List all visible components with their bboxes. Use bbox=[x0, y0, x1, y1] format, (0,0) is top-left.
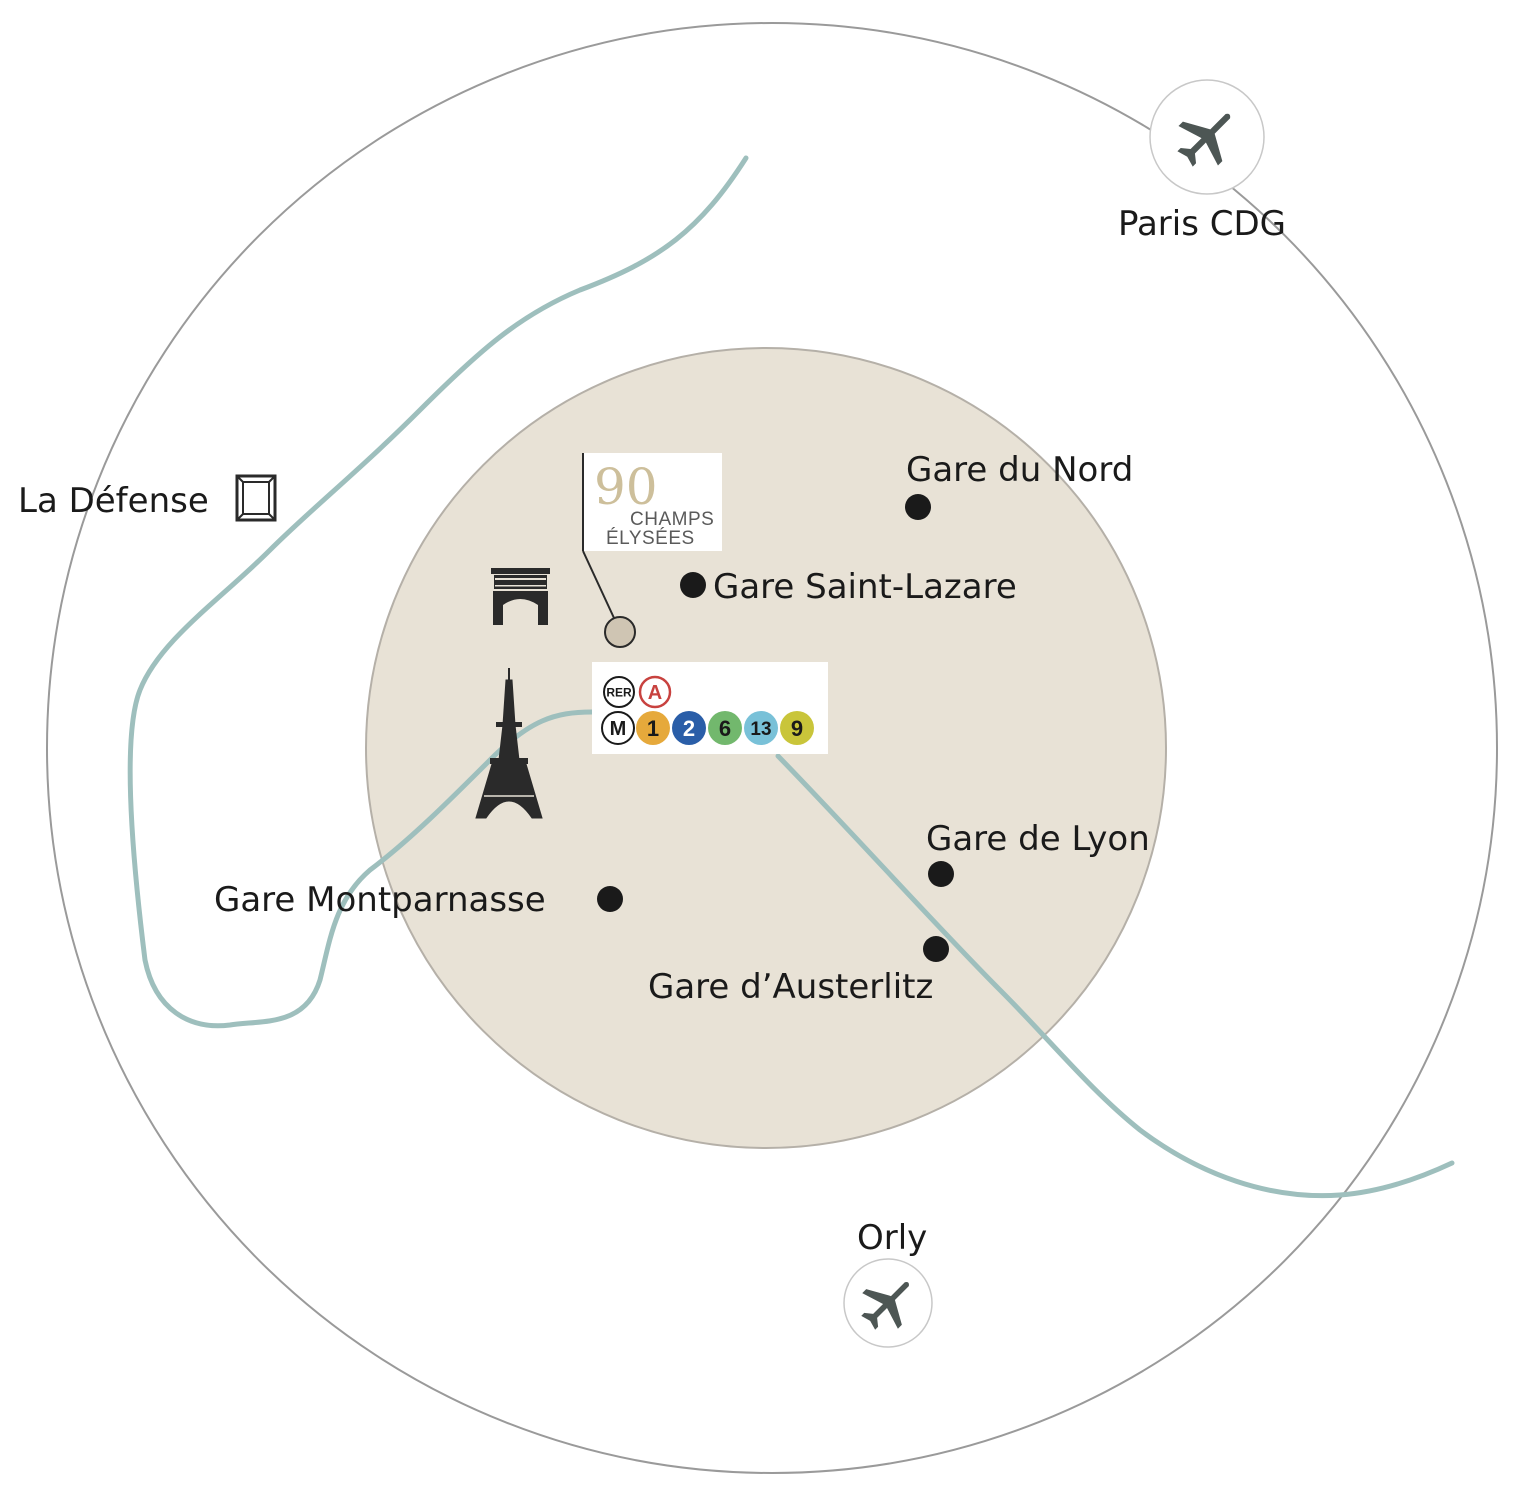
metro-line-1[interactable]: 1 bbox=[636, 711, 670, 745]
metro-line-6-label: 6 bbox=[719, 716, 731, 741]
metro-badge-label: M bbox=[610, 718, 627, 740]
rer-line-a-label: A bbox=[648, 682, 662, 704]
hotel-logo-line2: ÉLYSÉES bbox=[606, 528, 695, 549]
la-defense[interactable]: La Défense bbox=[18, 474, 277, 522]
metro-badge[interactable]: M bbox=[601, 711, 635, 745]
gare-du-nord-label: Gare du Nord bbox=[906, 450, 1133, 490]
rer-badge[interactable]: RER bbox=[603, 676, 635, 708]
paris-cdg-label: Paris CDG bbox=[1118, 204, 1286, 244]
rer-row: RER A bbox=[603, 675, 672, 709]
hotel-logo-number: 90 bbox=[594, 458, 658, 516]
hotel-pointer-stem bbox=[582, 550, 615, 619]
metro-line-1-label: 1 bbox=[647, 716, 659, 741]
outer-ring bbox=[46, 22, 1498, 1474]
metro-line-9-label: 9 bbox=[791, 716, 803, 741]
skyscraper-icon bbox=[235, 474, 277, 522]
hotel-logo[interactable]: 90 CHAMPS ÉLYSÉES bbox=[582, 453, 722, 648]
gare-du-nord-marker bbox=[905, 494, 931, 520]
orly-airport[interactable]: Orly bbox=[843, 1218, 933, 1348]
gare-montparnasse[interactable]: Gare Montparnasse bbox=[214, 880, 623, 920]
hotel-logo-line1: CHAMPS bbox=[630, 509, 714, 530]
gare-montparnasse-label: Gare Montparnasse bbox=[214, 880, 546, 920]
arc-de-triomphe-icon bbox=[491, 568, 550, 625]
eiffel-tower-icon bbox=[475, 668, 543, 819]
la-defense-label: La Défense bbox=[18, 481, 209, 521]
gare-du-nord[interactable]: Gare du Nord bbox=[905, 450, 1133, 520]
gare-de-lyon-label: Gare de Lyon bbox=[926, 819, 1150, 859]
orly-label: Orly bbox=[857, 1218, 927, 1258]
gare-montparnasse-marker bbox=[597, 886, 623, 912]
metro-line-13[interactable]: 13 bbox=[744, 711, 778, 745]
plane-icon bbox=[1177, 113, 1231, 167]
rer-badge-label: RER bbox=[606, 685, 632, 699]
gare-saint-lazare-marker bbox=[680, 572, 706, 598]
river-seine bbox=[127, 155, 1455, 1199]
rer-line-a[interactable]: A bbox=[638, 675, 672, 709]
metro-line-2-label: 2 bbox=[683, 716, 695, 741]
gare-saint-lazare-label: Gare Saint-Lazare bbox=[713, 567, 1017, 607]
metro-line-9[interactable]: 9 bbox=[780, 711, 814, 745]
paris-cdg-airport[interactable]: Paris CDG bbox=[1118, 79, 1286, 244]
gare-austerlitz-marker bbox=[923, 936, 949, 962]
metro-line-2[interactable]: 2 bbox=[672, 711, 706, 745]
metro-line-6[interactable]: 6 bbox=[708, 711, 742, 745]
hotel-logo-card bbox=[583, 453, 722, 551]
plane-icon bbox=[861, 1282, 909, 1330]
hotel-marker bbox=[604, 616, 636, 648]
gare-austerlitz-label: Gare d’Austerlitz bbox=[648, 967, 933, 1007]
gare-austerlitz[interactable]: Gare d’Austerlitz bbox=[648, 936, 949, 1007]
gare-de-lyon-marker bbox=[928, 861, 954, 887]
metro-line-13-label: 13 bbox=[750, 719, 771, 740]
gare-de-lyon[interactable]: Gare de Lyon bbox=[926, 819, 1150, 887]
gare-saint-lazare[interactable]: Gare Saint-Lazare bbox=[680, 567, 1017, 607]
